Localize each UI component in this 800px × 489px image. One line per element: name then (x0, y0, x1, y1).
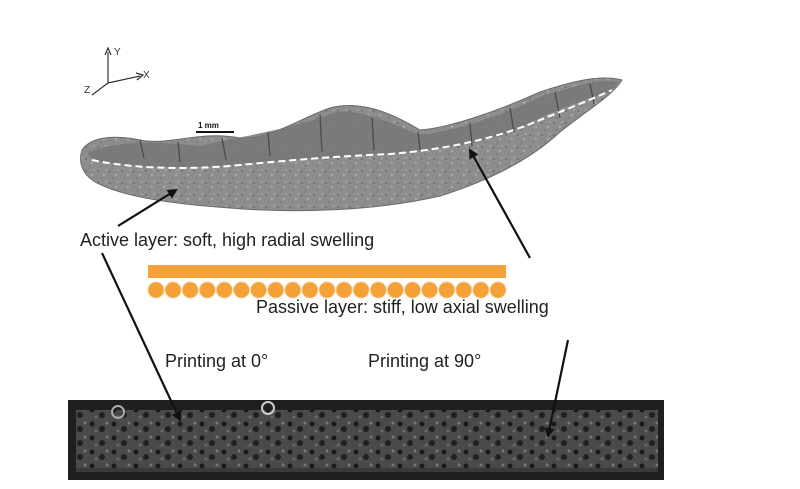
filament-circle (455, 281, 473, 299)
filament-circle (352, 281, 370, 299)
filament-circle (420, 281, 439, 299)
x-axis-line (107, 75, 141, 84)
x-axis-label: X (143, 70, 150, 81)
z-axis-label: Z (84, 85, 90, 96)
layer-cracks (139, 83, 595, 163)
arrow-passive-to-strip (544, 339, 570, 438)
filament-circle (267, 281, 285, 299)
arrow-active-to-strip (101, 252, 182, 422)
y-axis-label: Y (114, 47, 121, 58)
y-axis-arrowhead (104, 46, 112, 56)
filament-circle (284, 281, 302, 299)
filament-circle (335, 281, 353, 299)
axes-indicator (91, 46, 145, 96)
filament-circle (249, 281, 268, 299)
filament-circle (232, 281, 251, 299)
z-axis-line (91, 82, 109, 96)
filament-circle (318, 281, 336, 299)
printing-0-label: Printing at 0° (165, 351, 269, 371)
passive-layer-label: Passive layer: stiff, low axial swelling (256, 297, 549, 317)
printing-90-label: Printing at 90° (368, 351, 482, 371)
filament-circle (386, 281, 405, 299)
filament-circle (301, 281, 319, 299)
filament-circle (403, 281, 422, 299)
filament-circle (215, 281, 234, 299)
printed-strip-image (68, 400, 664, 480)
arrow-active-to-specimen (117, 188, 178, 227)
filament-circle (181, 281, 199, 299)
filament-circle (438, 281, 456, 299)
filament-circle (164, 281, 182, 299)
filament-circle (147, 281, 165, 299)
scale-bar-label: 1 mm (198, 121, 219, 130)
filament-circle (198, 281, 217, 299)
interface-dashed-line (91, 89, 613, 169)
filament-circle (369, 281, 387, 299)
arrow-passive-to-specimen (469, 148, 531, 259)
active-layer-filaments (147, 281, 507, 299)
passive-layer-bar (148, 265, 506, 278)
passive-layer-region (88, 80, 618, 167)
filament-circle (472, 281, 490, 299)
filament-circle (489, 281, 507, 299)
active-layer-label: Active layer: soft, high radial swelling (80, 230, 375, 250)
x-axis-arrowhead (135, 72, 145, 81)
curved-specimen (80, 77, 623, 212)
